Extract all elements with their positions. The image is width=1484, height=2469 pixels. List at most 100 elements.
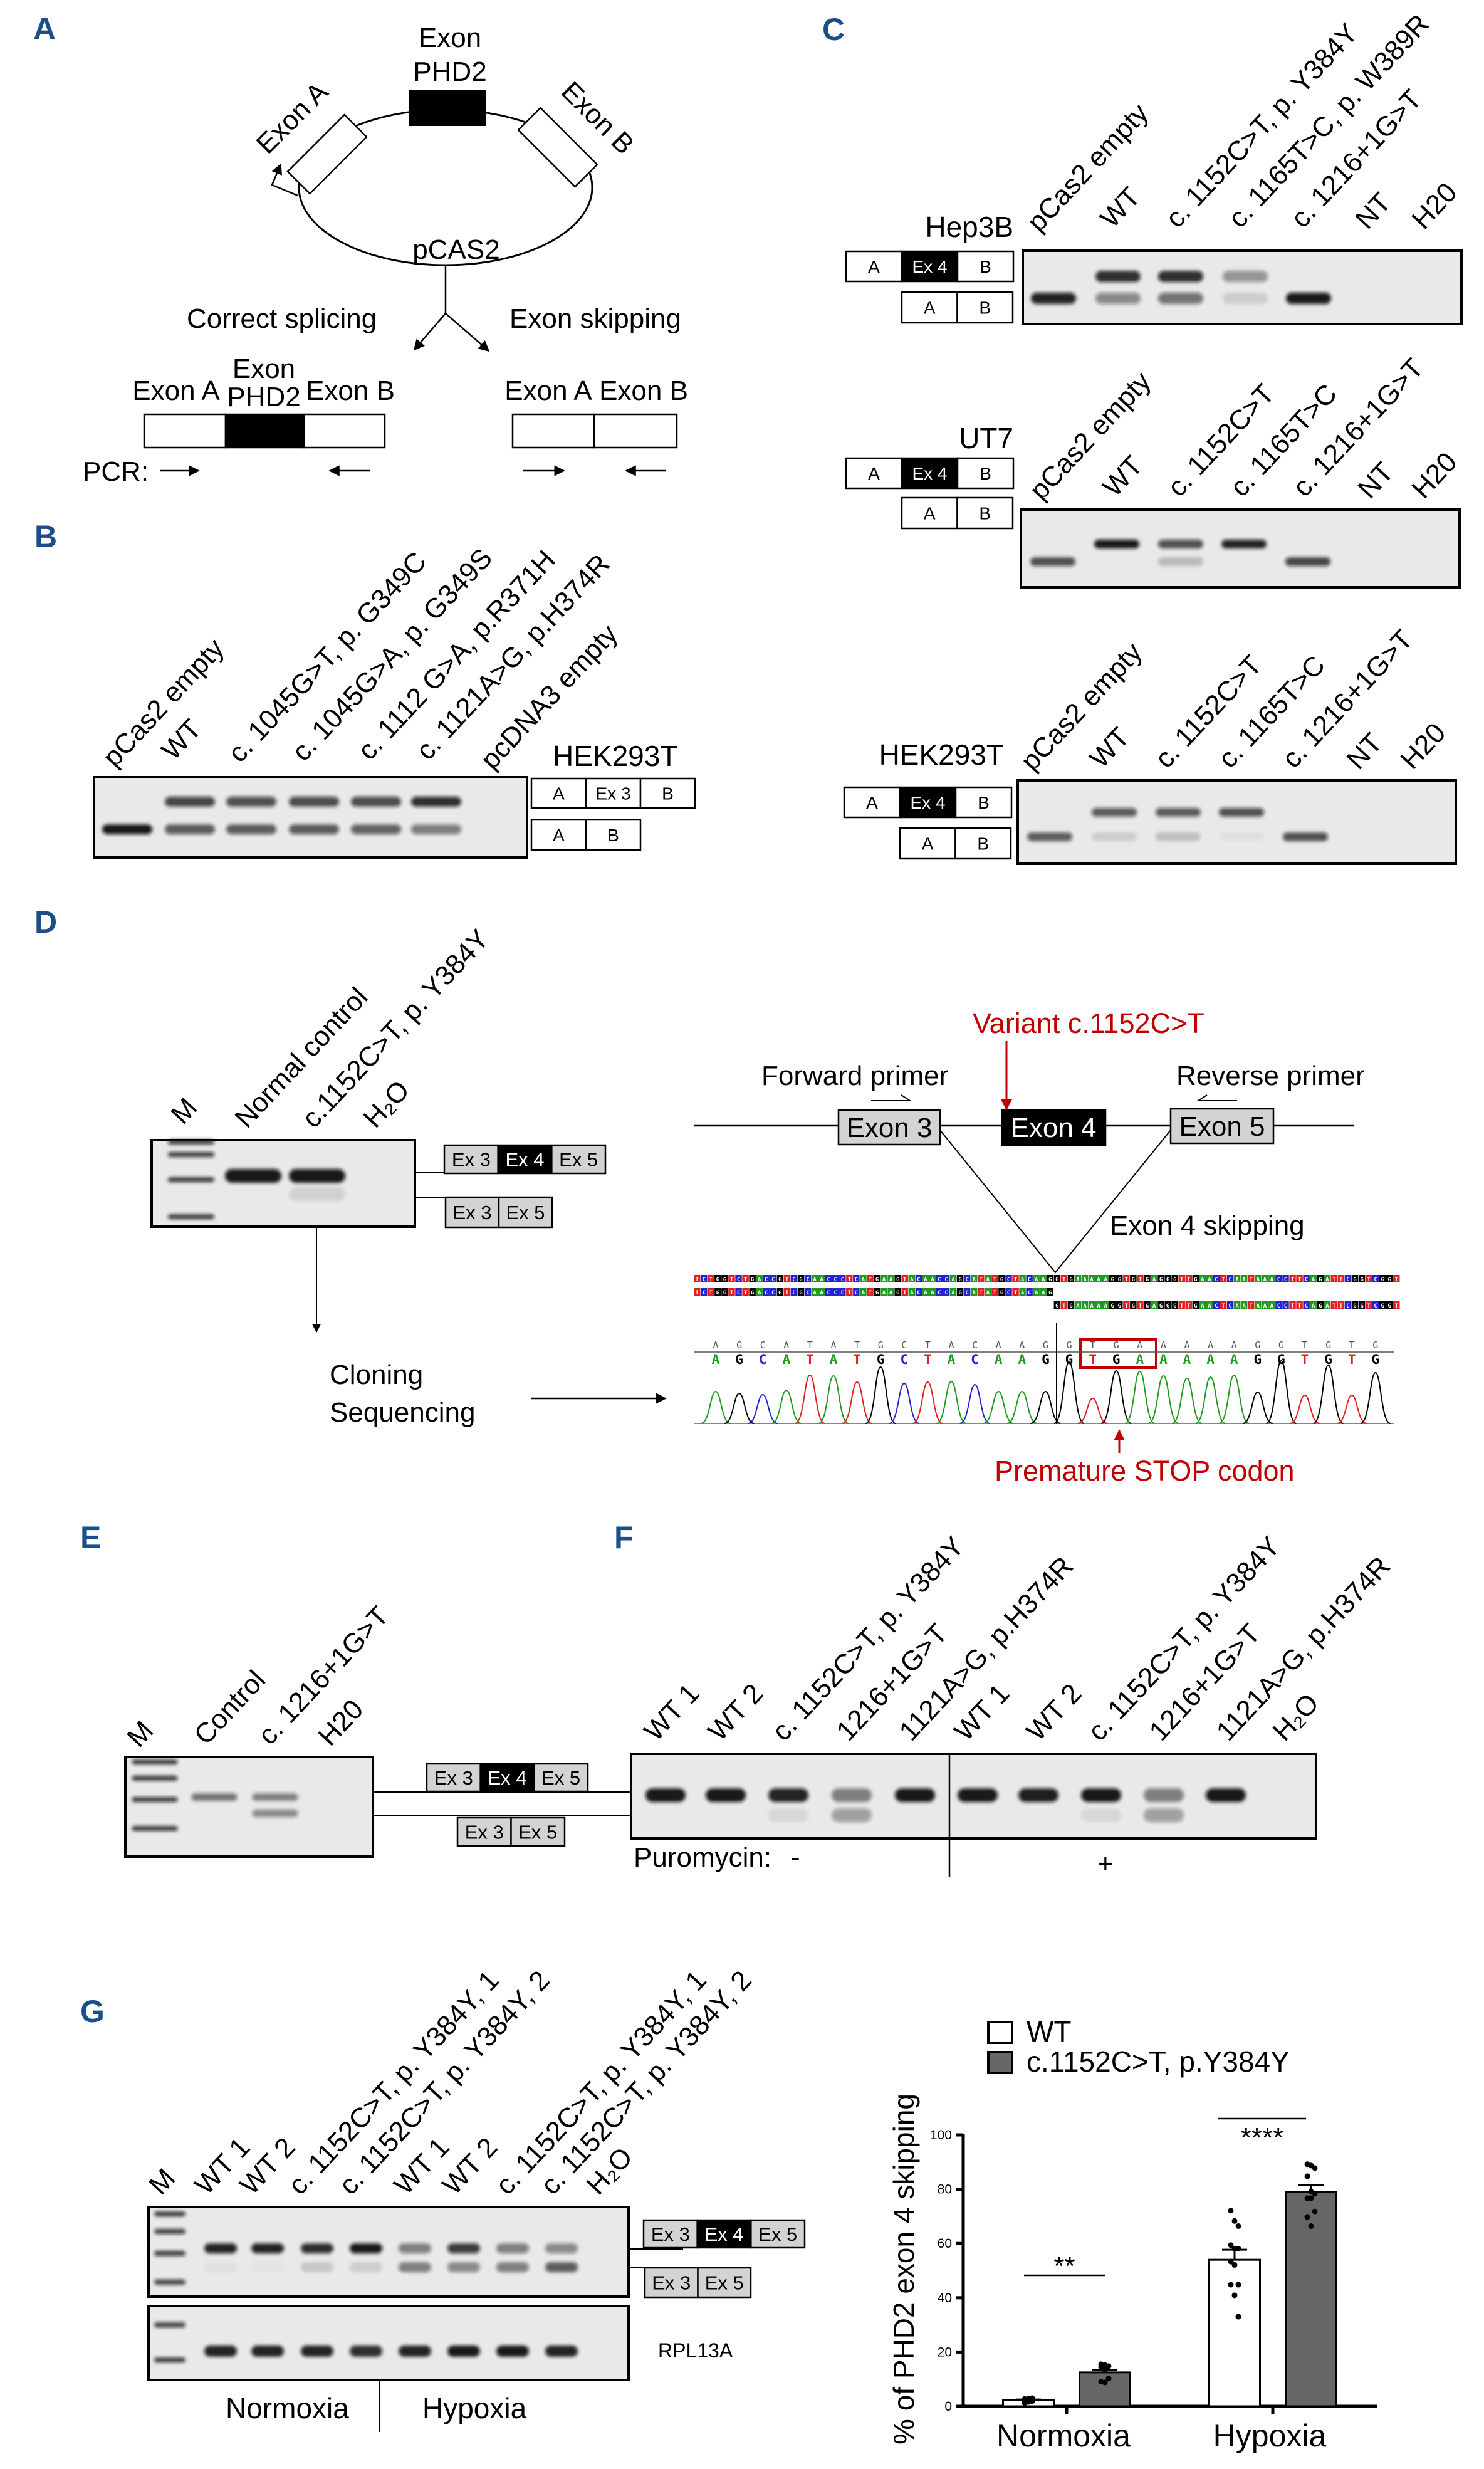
sequence-base-letter: G (1319, 1277, 1322, 1283)
chromatogram-peak (912, 1381, 943, 1424)
sequence-base-letter: C (765, 1290, 768, 1296)
sequence-base-cell (1365, 1301, 1372, 1309)
sequence-base-letter: G (1381, 1303, 1384, 1309)
exon-box (901, 291, 958, 324)
gel-frame (147, 2305, 630, 2381)
ladder-band (168, 1177, 214, 1182)
chromatogram-peak (1336, 1394, 1367, 1424)
sequence-base-cell (1240, 1275, 1248, 1282)
sequence-base-cell (1233, 1301, 1241, 1309)
sequence-base-letter: T (1062, 1277, 1066, 1283)
sequence-base-cell (1344, 1275, 1352, 1282)
sequence-base-letter: C (1277, 1303, 1280, 1309)
sequence-base-letter: T (1339, 1303, 1343, 1309)
base-call: C (971, 1352, 979, 1367)
upper-band (1018, 1788, 1058, 1802)
sequence-base-cell (1130, 1275, 1137, 1282)
sequence-base-letter: T (1250, 1277, 1253, 1283)
upper-band (204, 2243, 237, 2253)
workflow-label: Sequencing (330, 1397, 475, 1428)
lane-label: NT (1340, 728, 1388, 775)
upper-band (204, 2346, 237, 2357)
chromatogram-peak (724, 1392, 755, 1424)
sequence-base-cell (749, 1288, 756, 1296)
lower-band (1081, 1808, 1121, 1822)
sequence-base-letter: T (1250, 1303, 1253, 1309)
lane-label: WT (1084, 721, 1135, 773)
sequence-base-cell (949, 1288, 957, 1296)
lane-label: WT 2 (1020, 1678, 1087, 1747)
sequence-base-letter: A (1090, 1303, 1094, 1309)
sequence-base-letter: T (993, 1290, 997, 1296)
sequence-base-cell (797, 1275, 805, 1282)
base-call: A (1230, 1352, 1238, 1367)
sequence-base-letter: G (896, 1277, 899, 1283)
upper-band (645, 1788, 686, 1802)
sequence-base-cell (971, 1275, 978, 1282)
base-call: T (1301, 1352, 1309, 1367)
sequence-base-cell (929, 1288, 936, 1296)
data-point (1231, 2262, 1238, 2268)
sequence-base-cell (1206, 1275, 1213, 1282)
gel-lane (301, 2346, 333, 2357)
sequence-base-letter: G (1132, 1277, 1135, 1283)
sequence-base-cell (956, 1288, 964, 1296)
sequence-base-cell (1372, 1275, 1379, 1282)
variant-label: Variant c.1152C>T (973, 1007, 1204, 1039)
sequence-base-letter: C (1028, 1290, 1031, 1296)
sequence-base-letter: T (980, 1290, 983, 1296)
sequence-base-letter: G (958, 1290, 961, 1296)
sequence-base-cell (1303, 1275, 1310, 1282)
sequence-base-letter: C (1007, 1277, 1010, 1283)
sequence-base-letter: A (1076, 1303, 1080, 1309)
base-call-raw: T (1349, 1339, 1355, 1351)
sequence-base-letter: G (723, 1290, 726, 1296)
sequence-base-letter: T (1291, 1303, 1295, 1309)
data-point (1235, 2223, 1241, 2229)
sequence-base-cell (943, 1288, 950, 1296)
sequence-base-cell (1185, 1301, 1192, 1309)
lower-band (832, 1808, 872, 1822)
sequence-base-letter: T (980, 1277, 983, 1283)
data-point (1228, 2282, 1234, 2288)
base-call: A (1206, 1352, 1215, 1367)
chart-legend: WT c.1152C>T, p.Y384Y (987, 2015, 1290, 2078)
sequence-base-cell (1365, 1275, 1372, 1282)
chromatogram-peak (865, 1366, 896, 1424)
condition-label: Normoxia (226, 2392, 349, 2424)
upper-band (496, 2346, 529, 2357)
sequence-base-letter: A (1325, 1277, 1329, 1283)
base-call-raw: A (783, 1339, 789, 1351)
sequence-base-cell (915, 1288, 922, 1296)
chromatogram-peak (1360, 1371, 1391, 1424)
base-call-raw: G (736, 1339, 742, 1351)
sequence-base-cell (1240, 1301, 1248, 1309)
gel-frame (1016, 779, 1457, 865)
lower-band (1286, 293, 1331, 304)
sequence-base-letter: C (917, 1290, 920, 1296)
sequence-base-cell (742, 1275, 749, 1282)
sequence-base-cell (708, 1288, 714, 1296)
sequence-base-cell (1358, 1301, 1366, 1309)
upper-band (350, 2243, 382, 2253)
sequence-base-cell (846, 1275, 853, 1282)
lane-label: H₂O (357, 1075, 415, 1134)
exon-a-segment (511, 413, 595, 449)
sequence-base-cell (1268, 1301, 1275, 1309)
sequence-base-cell (1310, 1275, 1317, 1282)
panel-d: D Cloning Sequencing Variant c.1152C>T F… (34, 904, 1365, 1487)
sequence-base-cell (1171, 1301, 1178, 1309)
sequence-base-letter: G (778, 1290, 781, 1296)
base-call-raw: A (1184, 1339, 1189, 1351)
exon-a-label: Exon A (132, 375, 220, 406)
sequence-base-letter: C (792, 1277, 795, 1283)
sequence-base-letter: T (869, 1277, 872, 1283)
sequence-base-cell (908, 1275, 915, 1282)
base-call-raw: T (1302, 1339, 1307, 1351)
sequence-base-letter: T (903, 1290, 907, 1296)
base-call: A (1136, 1352, 1144, 1367)
exon-label: Ex 4 (912, 464, 947, 483)
exon-box (843, 786, 901, 819)
lower-band (545, 2262, 578, 2272)
